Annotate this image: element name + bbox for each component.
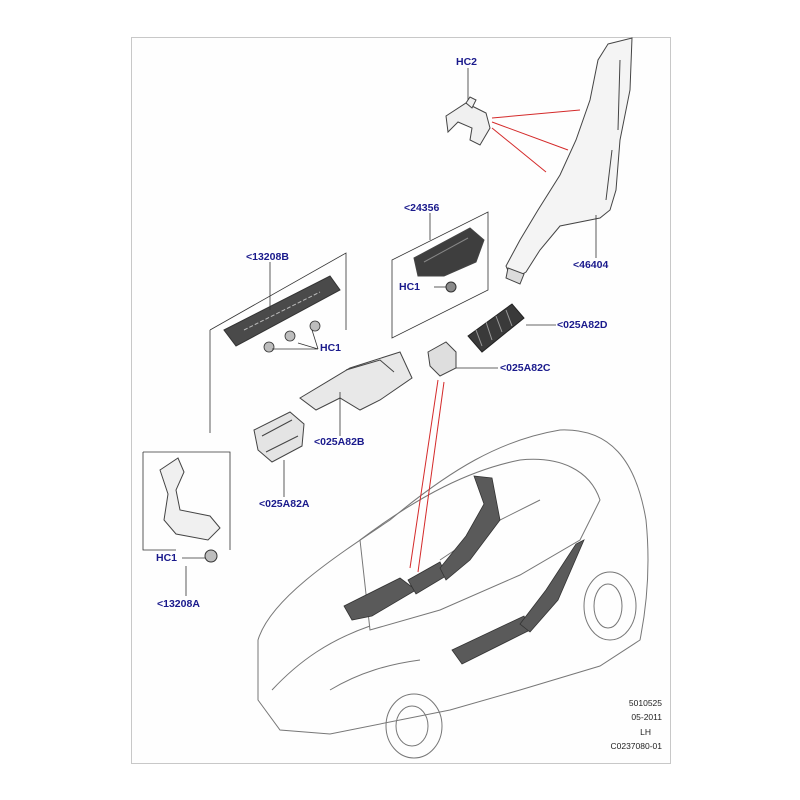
vehicle-outline xyxy=(257,429,649,759)
callout-box-13208b xyxy=(209,252,347,433)
pillar-trim-46404 xyxy=(505,37,633,285)
callout-box-13208a xyxy=(142,451,231,551)
sill-plate-13208b xyxy=(223,275,341,347)
label-hc1-left: HC1 xyxy=(156,552,178,564)
duct-025a82b xyxy=(299,351,413,411)
cover-panel-24356 xyxy=(413,227,485,277)
label-leaders xyxy=(182,68,597,596)
label-hc2: HC2 xyxy=(456,56,478,68)
callout-box-24356 xyxy=(391,211,489,339)
label-46404: <46404 xyxy=(573,259,609,271)
bellows-025a82d xyxy=(467,303,525,353)
hc1-clip-mid xyxy=(445,281,457,293)
diagram-side: LH xyxy=(640,727,651,737)
label-13208a: <13208A xyxy=(157,598,200,610)
label-hc1-mid: HC1 xyxy=(399,281,421,293)
leader-lines xyxy=(409,109,581,573)
vehicle-parts xyxy=(343,475,585,665)
diagram-number: 5010525 xyxy=(628,698,662,708)
hc1-clips-13208b xyxy=(263,320,321,353)
label-24356: <24356 xyxy=(404,202,440,214)
bracket-025a82c xyxy=(427,341,457,377)
duct-025a82a xyxy=(253,411,305,463)
label-025a82b: <025A82B xyxy=(314,436,365,448)
hc2-bracket xyxy=(445,96,491,146)
diagram-code: C0237080-01 xyxy=(610,741,662,751)
label-hc1-right: HC1 xyxy=(320,342,342,354)
label-025a82c: <025A82C xyxy=(500,362,551,374)
label-025a82a: <025A82A xyxy=(259,498,310,510)
label-025a82d: <025A82D xyxy=(557,319,608,331)
hc1-clip-left xyxy=(204,549,218,563)
bracket-13208a xyxy=(159,457,221,541)
diagram-date: 05-2011 xyxy=(631,712,662,722)
label-13208b: <13208B xyxy=(246,251,289,263)
